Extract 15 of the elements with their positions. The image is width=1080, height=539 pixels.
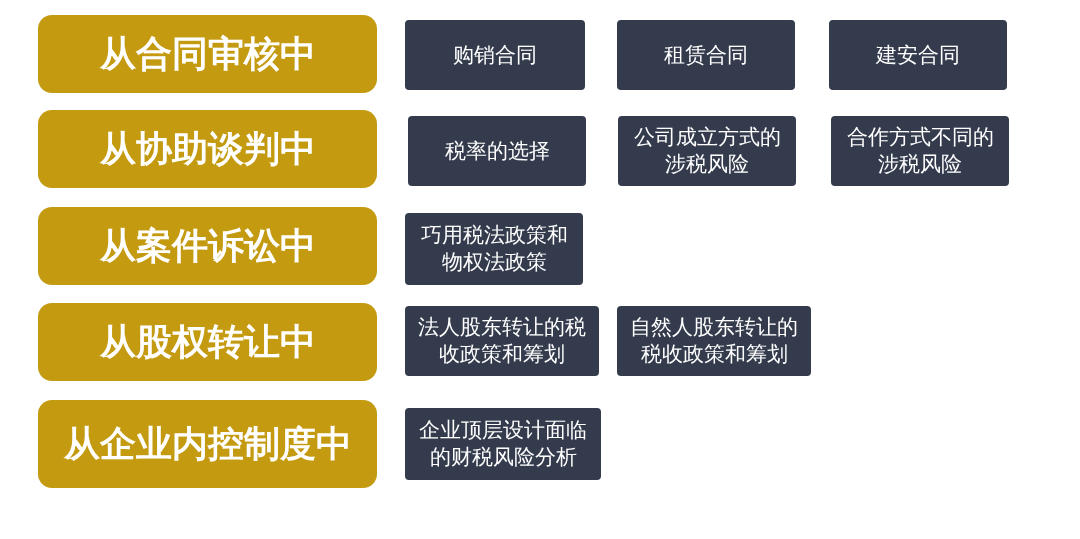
topic-box: 公司成立方式的涉税风险	[618, 116, 796, 186]
topic-box: 企业顶层设计面临的财税风险分析	[405, 408, 601, 480]
topic-box: 巧用税法政策和物权法政策	[405, 213, 583, 285]
topic-box: 租赁合同	[617, 20, 795, 90]
topic-box: 合作方式不同的涉税风险	[831, 116, 1009, 186]
topic-box: 购销合同	[405, 20, 585, 90]
category-label: 从股权转让中	[38, 303, 377, 381]
category-label: 从协助谈判中	[38, 110, 377, 188]
category-label: 从合同审核中	[38, 15, 377, 93]
topic-box: 税率的选择	[408, 116, 586, 186]
category-label: 从案件诉讼中	[38, 207, 377, 285]
topic-box: 建安合同	[829, 20, 1007, 90]
topic-box: 法人股东转让的税收政策和筹划	[405, 306, 599, 376]
topic-box: 自然人股东转让的税收政策和筹划	[617, 306, 811, 376]
category-label: 从企业内控制度中	[38, 400, 377, 488]
